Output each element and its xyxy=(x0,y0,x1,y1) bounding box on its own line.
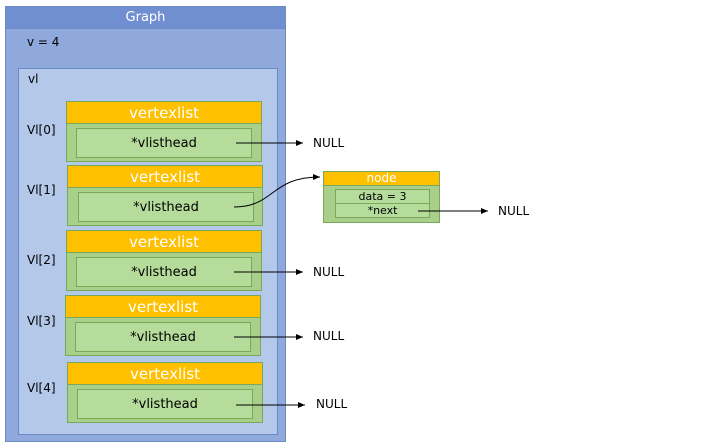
vlisthead-field: *vlisthead xyxy=(78,192,254,222)
pointer-arrow xyxy=(233,174,321,208)
vertex-index-label: Vl[0] xyxy=(27,123,56,137)
node-next-field: *next xyxy=(335,203,430,218)
vertex-index-label: Vl[3] xyxy=(27,314,56,328)
null-label: NULL xyxy=(498,204,530,218)
vlisthead-field: *vlisthead xyxy=(76,257,252,287)
vertexlist-header: vertexlist xyxy=(66,230,262,253)
vertex-index-label: Vl[1] xyxy=(27,183,56,197)
vertex-count-field: v = 4 xyxy=(27,35,60,49)
vertexlist-header: vertexlist xyxy=(67,362,263,385)
node-header: node xyxy=(323,171,440,186)
vl-array-label: vl xyxy=(28,72,39,86)
vertexlist-header: vertexlist xyxy=(67,165,263,188)
graph-title: Graph xyxy=(5,6,286,29)
vertex-index-label: Vl[4] xyxy=(27,381,56,395)
null-label: NULL xyxy=(316,397,348,411)
vertexlist-header: vertexlist xyxy=(65,295,261,318)
vertex-index-label: Vl[2] xyxy=(27,253,56,267)
vlisthead-field: *vlisthead xyxy=(75,322,251,352)
vlisthead-field: *vlisthead xyxy=(76,128,252,158)
null-label: NULL xyxy=(313,265,345,279)
vlisthead-field: *vlisthead xyxy=(77,389,253,419)
null-label: NULL xyxy=(313,136,345,150)
vertexlist-header: vertexlist xyxy=(66,101,262,124)
null-label: NULL xyxy=(313,329,345,343)
